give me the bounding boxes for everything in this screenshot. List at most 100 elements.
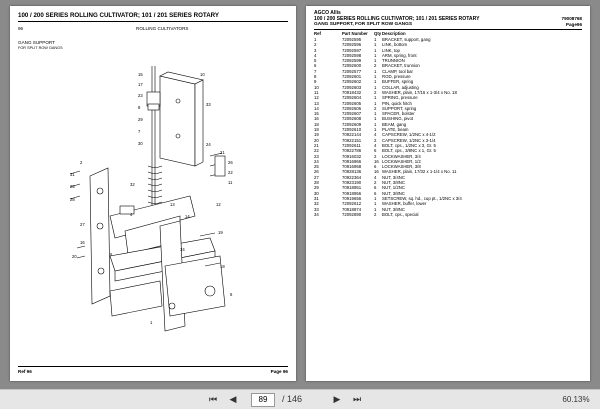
- cell-desc: SETSCREW, sq. hd., cup pt., 1/2NC x 3/4: [382, 195, 462, 201]
- zoom-level[interactable]: 60.13%: [562, 395, 590, 404]
- cell-qty: 6: [374, 190, 377, 196]
- cell-ref: 1: [314, 37, 317, 42]
- cell-ref: 4: [314, 52, 317, 58]
- svg-text:19: 19: [218, 230, 223, 235]
- cell-desc: NUT, 3/4NC: [382, 174, 405, 180]
- cell-part: 70916032: [342, 153, 362, 159]
- cell-qty: 2: [374, 180, 377, 186]
- cell-ref: 2: [314, 42, 317, 48]
- cell-part: 70918951: [342, 185, 362, 191]
- cell-part: 72092611: [342, 142, 361, 148]
- cell-desc: NUT, 1/2NC: [382, 185, 405, 191]
- right-page: AGCO Allis 100 / 200 SERIES ROLLING CULT…: [306, 6, 590, 381]
- svg-text:28: 28: [70, 197, 75, 202]
- left-section-name: ROLLING CULTIVATORS: [136, 26, 189, 31]
- total-pages: / 146: [281, 394, 303, 404]
- cell-ref: 12: [314, 95, 319, 101]
- cell-ref: 13: [314, 100, 319, 106]
- diagram-caption: GANG SUPPORT: [18, 40, 55, 45]
- svg-text:18: 18: [220, 264, 225, 269]
- svg-text:29: 29: [138, 117, 143, 122]
- left-ref-number: 96: [18, 26, 24, 31]
- cell-ref: 26: [314, 169, 319, 175]
- cell-desc: BEAM, gang: [382, 121, 407, 127]
- cell-part: 72092606: [342, 105, 362, 111]
- diagram-caption-sub: FOR SPLIT ROW GANGS: [18, 46, 63, 50]
- svg-text:25: 25: [70, 184, 75, 189]
- prev-page-button[interactable]: ◀: [229, 394, 237, 404]
- cell-part: 70919656: [342, 195, 362, 201]
- cell-ref: 22: [314, 148, 319, 154]
- cell-part: 72092599: [342, 58, 362, 64]
- cell-part: 70922786: [342, 148, 362, 154]
- top-bracket-plate: [159, 75, 196, 167]
- callout-labels: 15 17 23 8 29 7 30 2 31 25 28 27 16 20 1…: [70, 72, 233, 325]
- cell-desc: LOCKWASHER, 1/2: [382, 158, 421, 164]
- cell-qty: 1: [374, 84, 377, 90]
- last-page-button[interactable]: ⏭: [352, 394, 362, 404]
- svg-text:13: 13: [170, 202, 175, 207]
- left-footer-page: Page 96: [270, 369, 288, 374]
- cell-part: 72092596: [342, 42, 362, 48]
- cell-ref: 19: [314, 132, 319, 138]
- first-page-button[interactable]: ⏮: [208, 394, 218, 404]
- cell-part: 72092600: [342, 63, 362, 69]
- cell-ref: 10: [314, 84, 319, 90]
- next-page-button[interactable]: ▶: [333, 394, 341, 404]
- cell-desc: PIN, quick hitch: [382, 100, 412, 106]
- brand-name: AGCO Allis: [314, 10, 341, 16]
- svg-text:23: 23: [138, 93, 143, 98]
- cell-qty: 1: [374, 95, 377, 101]
- svg-text:17: 17: [138, 82, 143, 87]
- cell-ref: 20: [314, 137, 319, 143]
- cell-qty: 1: [374, 52, 377, 58]
- svg-text:16: 16: [80, 240, 85, 245]
- cell-part: 72092609: [342, 121, 362, 127]
- cell-ref: 34: [314, 211, 319, 217]
- svg-text:4: 4: [130, 212, 133, 217]
- cell-desc: CAPSCREW, 1/2NC x 4-1/2: [382, 132, 436, 138]
- cell-qty: 16: [374, 169, 379, 175]
- svg-text:31: 31: [70, 172, 75, 177]
- cell-ref: 21: [314, 142, 319, 148]
- svg-text:21: 21: [220, 150, 225, 155]
- cell-desc: LOCKWASHER, 3/8: [382, 164, 421, 170]
- cell-part: 70923190: [342, 180, 362, 186]
- cell-ref: 18: [314, 127, 319, 133]
- cell-part: 72092602: [342, 79, 362, 85]
- svg-text:24: 24: [206, 142, 211, 147]
- cell-qty: 1: [374, 74, 377, 80]
- cell-ref: 24: [314, 158, 319, 164]
- cell-desc: WASHER, plain, 17/16 x 1-3/4 x No. 18: [382, 89, 457, 95]
- cell-qty: 2: [374, 211, 377, 217]
- cell-part: 70922364: [342, 174, 362, 180]
- cell-ref: 27: [314, 174, 319, 180]
- cell-desc: WASHER, plain, 17/32 x 1-1/4 x No. 11: [382, 169, 457, 175]
- callout: 15: [138, 72, 143, 77]
- svg-text:12: 12: [216, 202, 221, 207]
- cell-part: 70918874: [342, 206, 362, 212]
- left-footer-ref: Ref 96: [18, 369, 32, 374]
- cell-qty: 2: [374, 63, 377, 69]
- cell-desc: BRACKET, support, gang: [382, 37, 431, 42]
- svg-text:7: 7: [138, 129, 141, 134]
- cell-qty: 6: [374, 148, 377, 154]
- svg-text:10: 10: [200, 72, 205, 77]
- cell-qty: 1: [374, 195, 377, 201]
- cell-qty: 1: [374, 111, 377, 117]
- cell-desc: COLLAR, adjusting: [382, 84, 419, 90]
- cell-qty: 2: [374, 105, 377, 111]
- cell-ref: 25: [314, 164, 319, 170]
- cell-ref: 30: [314, 190, 319, 196]
- cell-qty: 6: [374, 164, 377, 170]
- svg-text:1: 1: [150, 320, 153, 325]
- cell-ref: 29: [314, 185, 319, 191]
- cell-desc: NUT, 3/8NC: [382, 190, 405, 196]
- cell-desc: BOLT, cps., special: [382, 211, 419, 217]
- exploded-parts-diagram: 15 17 23 8 29 7 30 2 31 25 28 27 16 20 1…: [69, 66, 233, 332]
- cell-ref: 18: [314, 121, 319, 127]
- cell-ref: 16: [314, 116, 319, 122]
- svg-text:11: 11: [228, 180, 233, 185]
- page-number-input[interactable]: 89: [251, 393, 275, 407]
- cell-desc: ROD, pressure: [382, 74, 411, 80]
